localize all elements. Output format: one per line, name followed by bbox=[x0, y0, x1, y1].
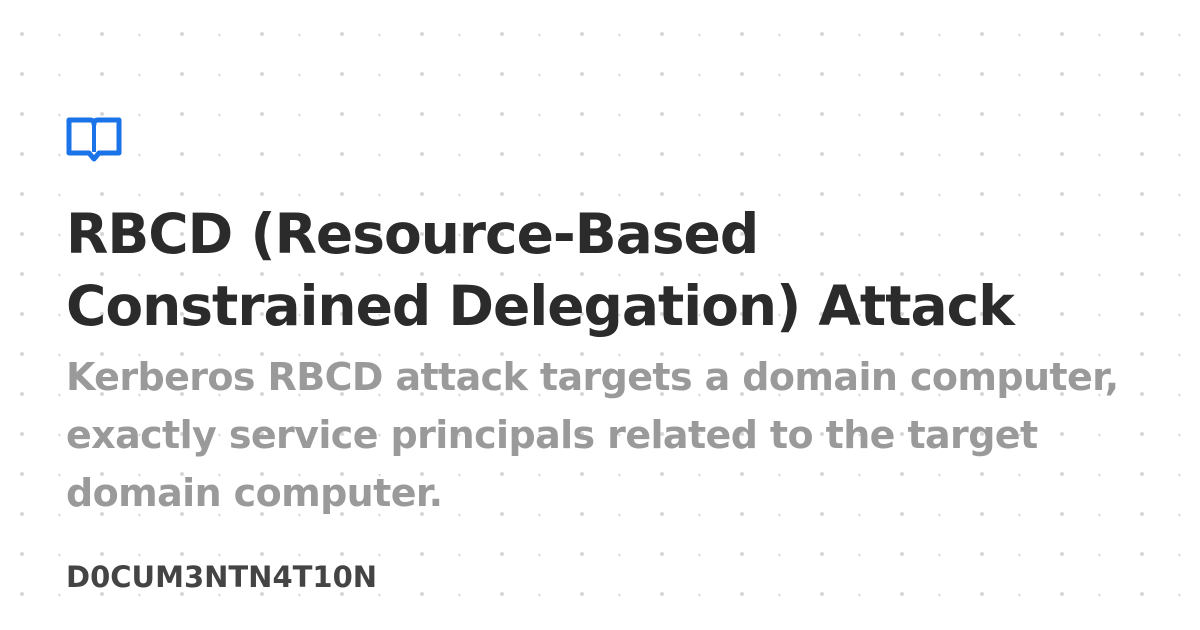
page-description: Kerberos RBCD attack targets a domain co… bbox=[66, 355, 1119, 515]
page-title: RBCD (Resource-Based Constrained Delegat… bbox=[66, 202, 1015, 338]
site-name: D0CUM3NTN4T10N bbox=[66, 560, 378, 594]
book-icon bbox=[66, 117, 122, 162]
preview-card: RBCD (Resource-Based Constrained Delegat… bbox=[66, 116, 1156, 522]
